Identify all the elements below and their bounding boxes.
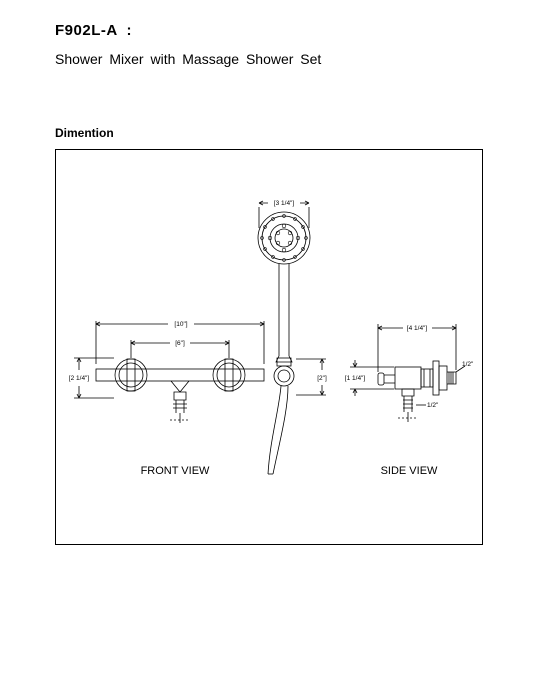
dimension-bracket-height: [2"] [317,375,327,382]
product-title: Shower Mixer with Massage Shower Set [55,51,322,67]
dimension-overall-width: [10"] [174,321,187,328]
dimension-front-height: [2 1/4"] [69,375,90,382]
model-number: F902L-A : [55,22,132,39]
dimension-outlet-thread: 1/2" [462,361,474,368]
drawing-frame [55,149,483,545]
dimension-side-depth: [4 1/4"] [407,325,428,332]
dimension-center-distance: [6"] [175,340,185,347]
dimension-side-height: [1 1/4"] [345,375,366,382]
shower-head-drawing [257,211,311,363]
side-view-label: SIDE VIEW [381,465,438,477]
dimension-head-width: [3 1/4"] [274,200,295,207]
front-view-label: FRONT VIEW [141,465,210,477]
mixer-side-drawing [377,360,457,422]
dimension-inlet-thread: 1/2" [427,402,439,409]
bracket-hose-drawing [267,357,295,475]
mixer-front-drawing [95,358,265,423]
section-title: Dimention [55,126,114,140]
